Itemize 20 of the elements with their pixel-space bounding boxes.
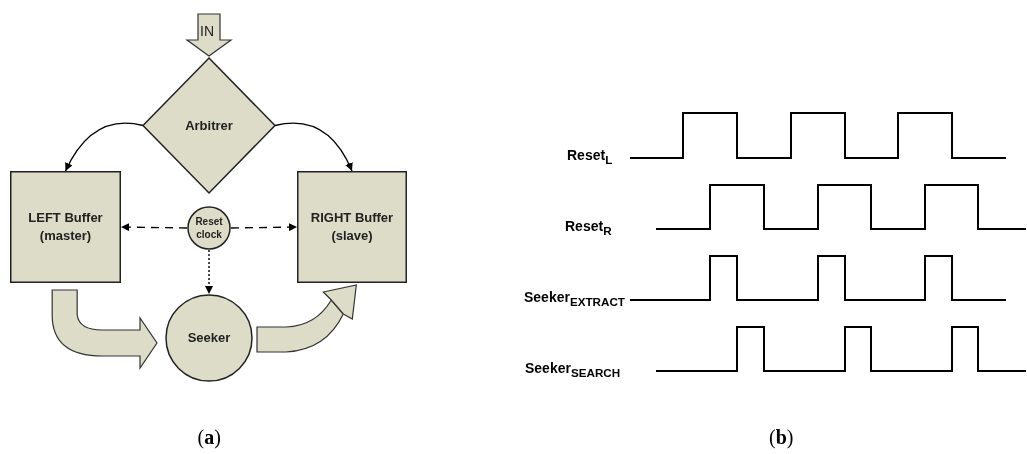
signal-label: Reset$_{L}$ xyxy=(567,148,613,166)
signal-label: Seeker$_{SEARCH}$ xyxy=(525,361,621,379)
signal-label: Reset$_{R}$ xyxy=(565,219,612,237)
block-arrow xyxy=(256,284,357,353)
process-box: RIGHT Buffer (slave) xyxy=(297,171,407,283)
arrow xyxy=(205,249,213,295)
edge-label: IN xyxy=(200,23,214,39)
arrow xyxy=(230,223,298,232)
panel-label: (b) xyxy=(769,427,794,447)
arrow xyxy=(64,122,144,172)
arrow xyxy=(274,122,353,172)
arrow xyxy=(120,223,188,232)
block-arrow xyxy=(185,13,233,57)
process-circle: Seeker xyxy=(165,294,253,382)
decision-diamond: Arbitrer xyxy=(143,58,275,193)
panel-label: (a) xyxy=(197,427,221,447)
block-arrow xyxy=(51,289,158,369)
clock-circle: Reset clock xyxy=(187,206,231,250)
signal-label: Seeker$_{EXTRACT}$ xyxy=(524,290,625,308)
process-box: LEFT Buffer (master) xyxy=(10,171,121,283)
